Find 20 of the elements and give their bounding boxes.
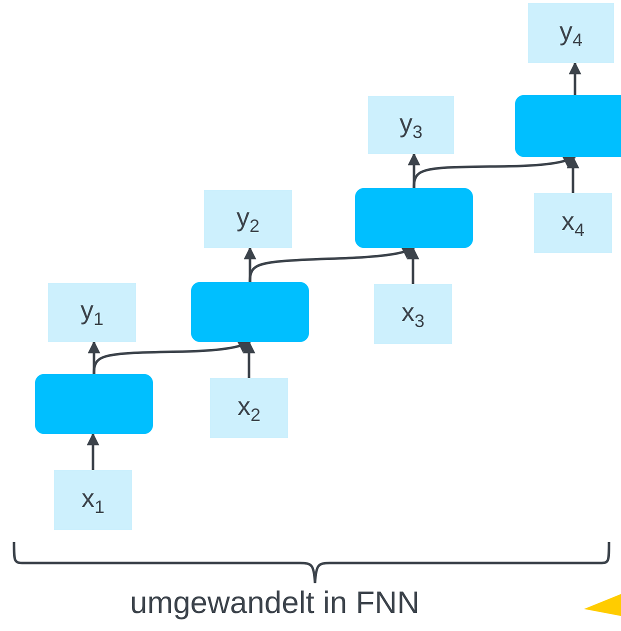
text-box: y$_{3}$	[368, 96, 454, 154]
arrow	[248, 246, 416, 282]
text-box: y$_{1}$	[48, 283, 136, 342]
text-box: x$_{3}$	[374, 284, 452, 344]
text-box: x$_{2}$	[210, 378, 288, 438]
arrow	[92, 340, 252, 374]
cell-box	[35, 374, 153, 434]
text-box: y$_{4}$	[528, 3, 614, 63]
brace-label: umgewandelt in FNN	[130, 585, 420, 621]
text-box: x$_{4}$	[534, 193, 612, 253]
cell-box	[355, 188, 473, 248]
arrow	[412, 156, 576, 188]
arrow	[568, 62, 582, 95]
cell-box	[191, 282, 309, 342]
arrow	[406, 246, 420, 284]
text-box: x$_{1}$	[54, 470, 132, 530]
arrow	[242, 340, 256, 378]
text-box: y$_{2}$	[204, 190, 292, 248]
cell-box	[515, 95, 621, 157]
arrow	[86, 432, 100, 470]
